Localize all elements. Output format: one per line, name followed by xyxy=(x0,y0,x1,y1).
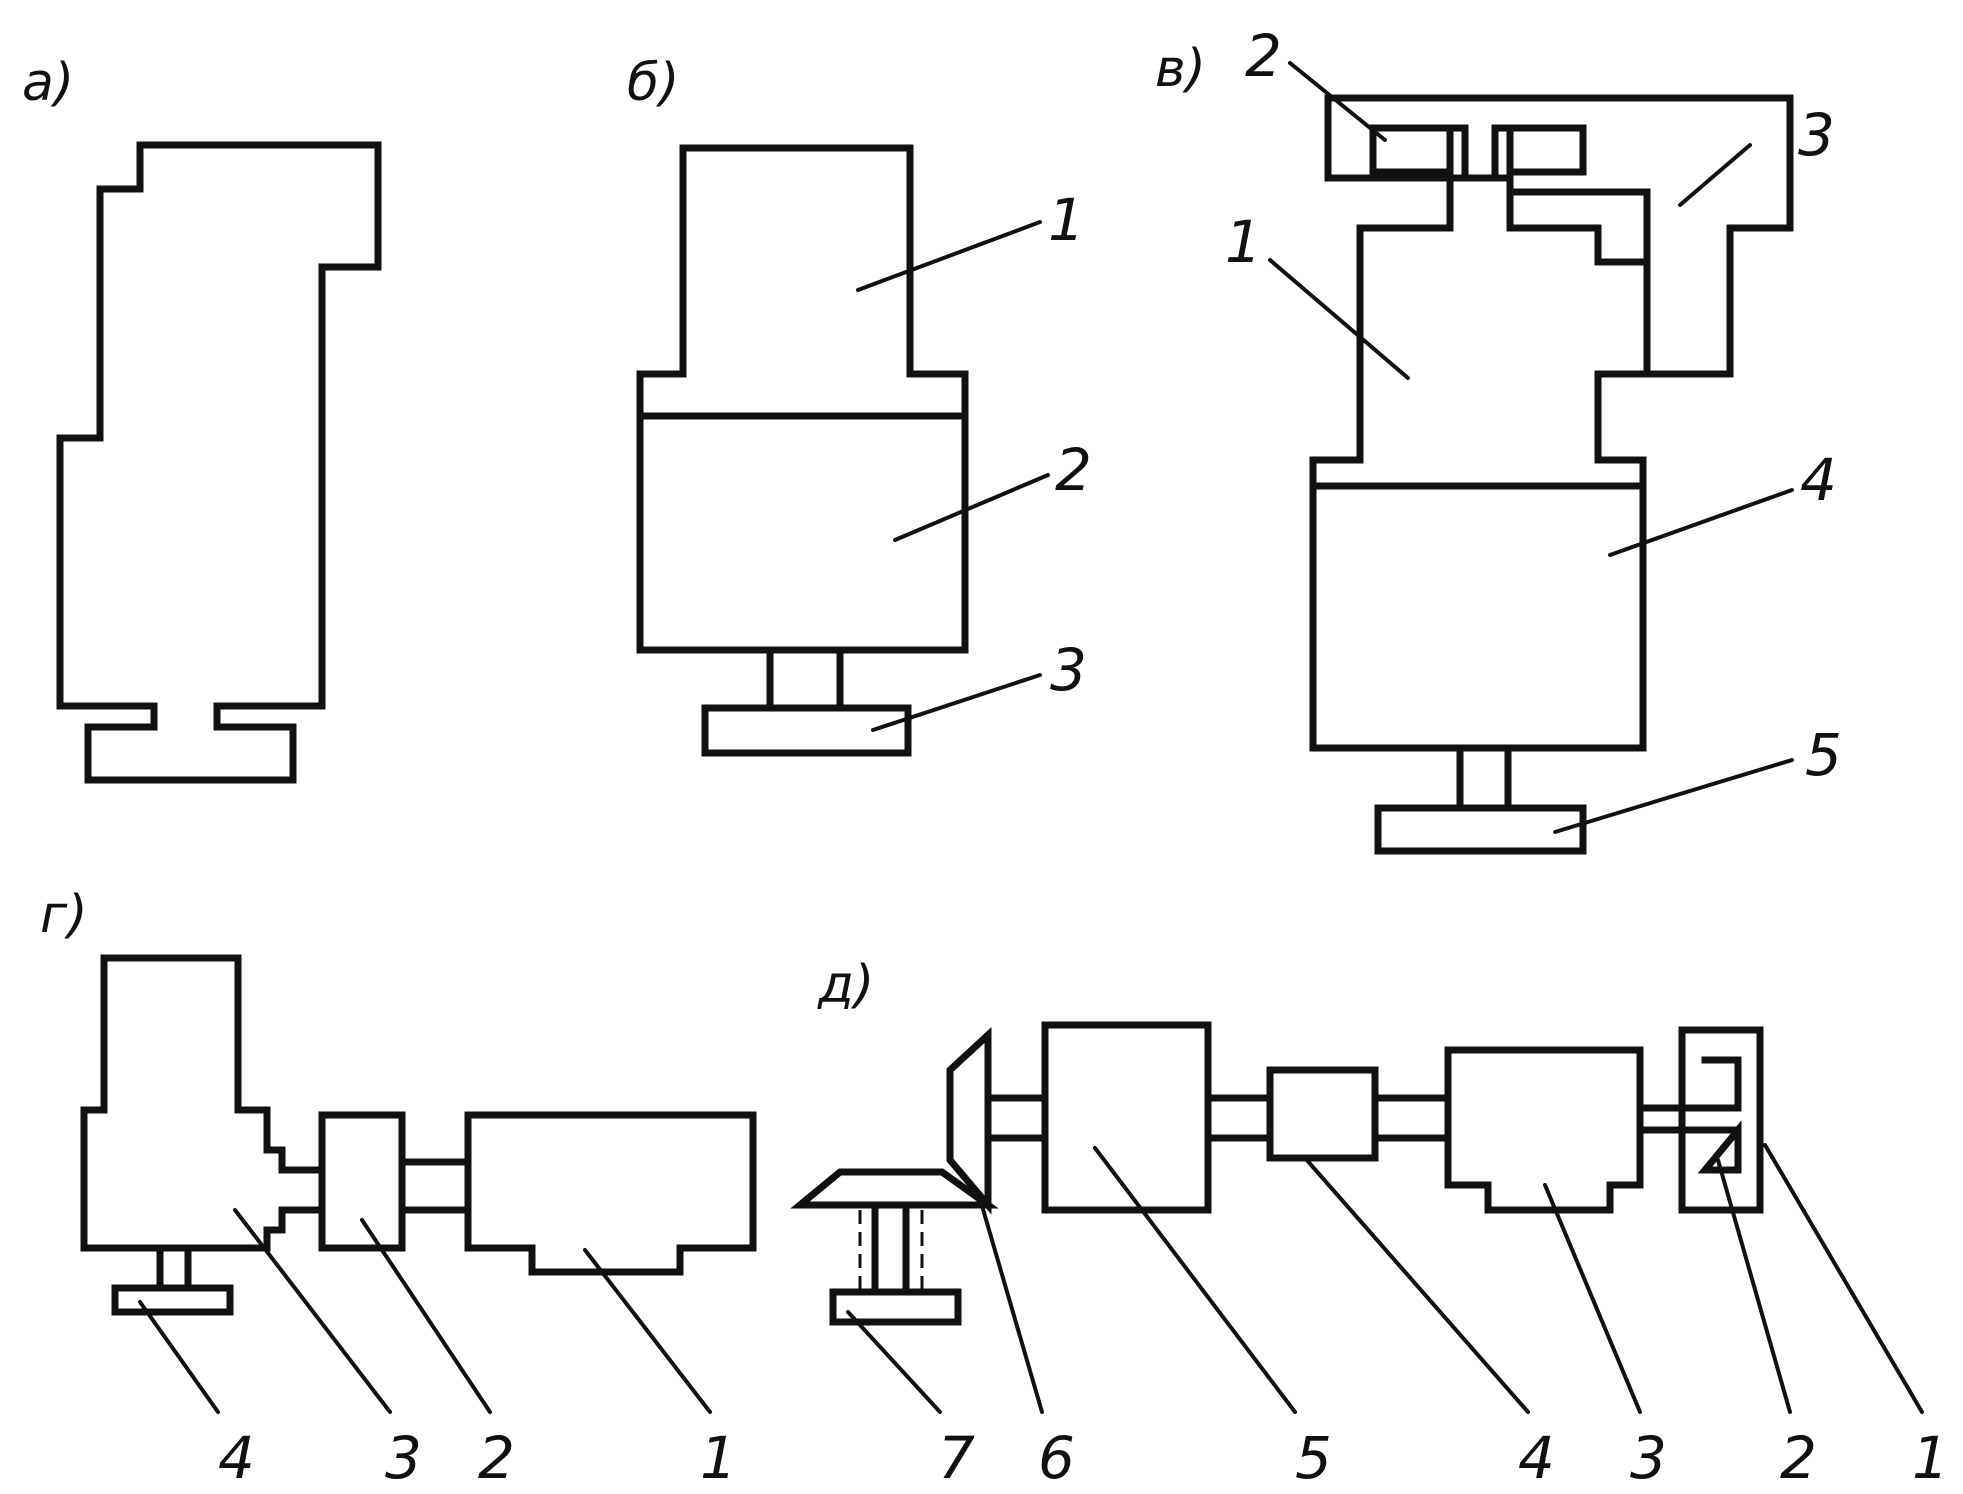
panel-v-unit-1 xyxy=(1309,124,1651,490)
panel-b-unit-2 xyxy=(636,412,969,654)
panel-g: г) 4 3 2 1 xyxy=(40,885,757,1492)
panel-d-callout-3: 3 xyxy=(1630,1424,1667,1492)
panel-d-callout-5: 5 xyxy=(1295,1424,1332,1492)
panel-d-shaft-5-4 xyxy=(1204,1094,1274,1142)
panel-d-callout-4: 4 xyxy=(1518,1424,1555,1492)
panel-d-bevel-gear-6 xyxy=(946,1027,992,1215)
panel-g-callout-4: 4 xyxy=(218,1424,255,1492)
panel-v-callout-2: 2 xyxy=(1245,22,1282,90)
panel-d-bevel-gear-7 xyxy=(790,1168,999,1209)
panel-v-callout-1: 1 xyxy=(1225,208,1262,276)
panel-v-callout-4: 4 xyxy=(1800,446,1837,514)
panel-d-leader-2 xyxy=(1716,1158,1792,1414)
panel-d-unit-3 xyxy=(1444,1046,1644,1214)
panel-d-callout-7: 7 xyxy=(938,1424,975,1492)
panel-b-leader-1 xyxy=(856,220,1042,292)
panel-v-leader-2 xyxy=(1288,61,1387,142)
panel-g-shaft xyxy=(398,1158,472,1214)
panel-v-unit-2-right xyxy=(1506,124,1587,176)
panel-b-callout-2: 2 xyxy=(1055,436,1092,504)
panel-v-leader-5 xyxy=(1553,758,1794,834)
panel-v-leader-4 xyxy=(1608,488,1794,557)
panel-d-wheel-7 xyxy=(829,1201,962,1326)
panel-d-leader-5 xyxy=(1093,1146,1297,1414)
panel-v-callout-3: 3 xyxy=(1798,101,1835,169)
panel-d-shaft-6-5 xyxy=(984,1094,1049,1142)
panel-g-leader-2 xyxy=(360,1218,492,1414)
panel-d: д) 7 6 5 4 3 2 1 xyxy=(790,955,1949,1492)
panel-g-callout-3: 3 xyxy=(385,1424,422,1492)
panel-b-callout-3: 3 xyxy=(1050,636,1087,704)
panel-d-shaft-4-3 xyxy=(1371,1094,1452,1142)
panel-a: а) xyxy=(22,53,382,784)
panel-b-unit-3 xyxy=(701,646,912,757)
panel-b-leader-2 xyxy=(893,473,1050,542)
panel-g-unit-4 xyxy=(111,1244,234,1316)
panel-v-callout-5: 5 xyxy=(1805,721,1842,789)
panel-v-leader-1 xyxy=(1268,258,1410,380)
panel-v-unit-5 xyxy=(1374,744,1587,855)
panel-v-unit-4 xyxy=(1309,482,1647,752)
panel-d-unit-1 xyxy=(1678,1026,1764,1214)
panel-g-callout-2: 2 xyxy=(478,1424,515,1492)
panel-a-label: а) xyxy=(22,53,74,113)
panel-d-callout-2: 2 xyxy=(1780,1424,1817,1492)
panel-d-shaft-3-2 xyxy=(1636,1104,1739,1134)
panel-d-leader-4 xyxy=(1303,1156,1530,1414)
panel-v-leader-3 xyxy=(1678,143,1752,207)
panel-d-leader-7 xyxy=(846,1310,942,1414)
panel-d-unit-4 xyxy=(1266,1066,1379,1162)
panel-d-gear-7-dashes xyxy=(858,1210,924,1292)
panel-b-callout-1: 1 xyxy=(1048,186,1085,254)
panel-b-unit-1 xyxy=(636,144,969,420)
panel-d-leader-1 xyxy=(1763,1143,1924,1414)
panel-g-unit-2 xyxy=(318,1111,406,1252)
panel-v-unit-3 xyxy=(1324,94,1794,378)
panel-d-label: д) xyxy=(817,955,874,1015)
panel-b-label: б) xyxy=(627,53,679,113)
panel-d-callout-1: 1 xyxy=(1912,1424,1949,1492)
panel-v-unit-2-left xyxy=(1369,124,1454,176)
panel-d-leader-3 xyxy=(1543,1183,1642,1414)
panel-d-unit-5 xyxy=(1041,1021,1212,1214)
panel-g-unit-1 xyxy=(464,1111,757,1276)
panel-v-label: в) xyxy=(1155,39,1206,99)
panel-d-unit-2 xyxy=(1697,1056,1742,1174)
panel-d-callout-6: 6 xyxy=(1038,1424,1075,1492)
panel-g-leader-4 xyxy=(138,1300,220,1414)
panel-a-machine-outline xyxy=(56,141,382,784)
panel-v: в) 2 3 1 4 5 xyxy=(1155,22,1842,855)
panel-g-unit-3 xyxy=(80,954,326,1252)
panel-g-leader-1 xyxy=(583,1248,712,1414)
panel-d-leader-6 xyxy=(976,1190,1044,1414)
panel-b-leader-3 xyxy=(871,673,1042,732)
panel-g-leader-3 xyxy=(233,1208,392,1414)
panel-g-callout-1: 1 xyxy=(700,1424,737,1492)
panel-g-label: г) xyxy=(40,885,88,945)
panel-b: б) 1 2 3 xyxy=(627,53,1092,757)
